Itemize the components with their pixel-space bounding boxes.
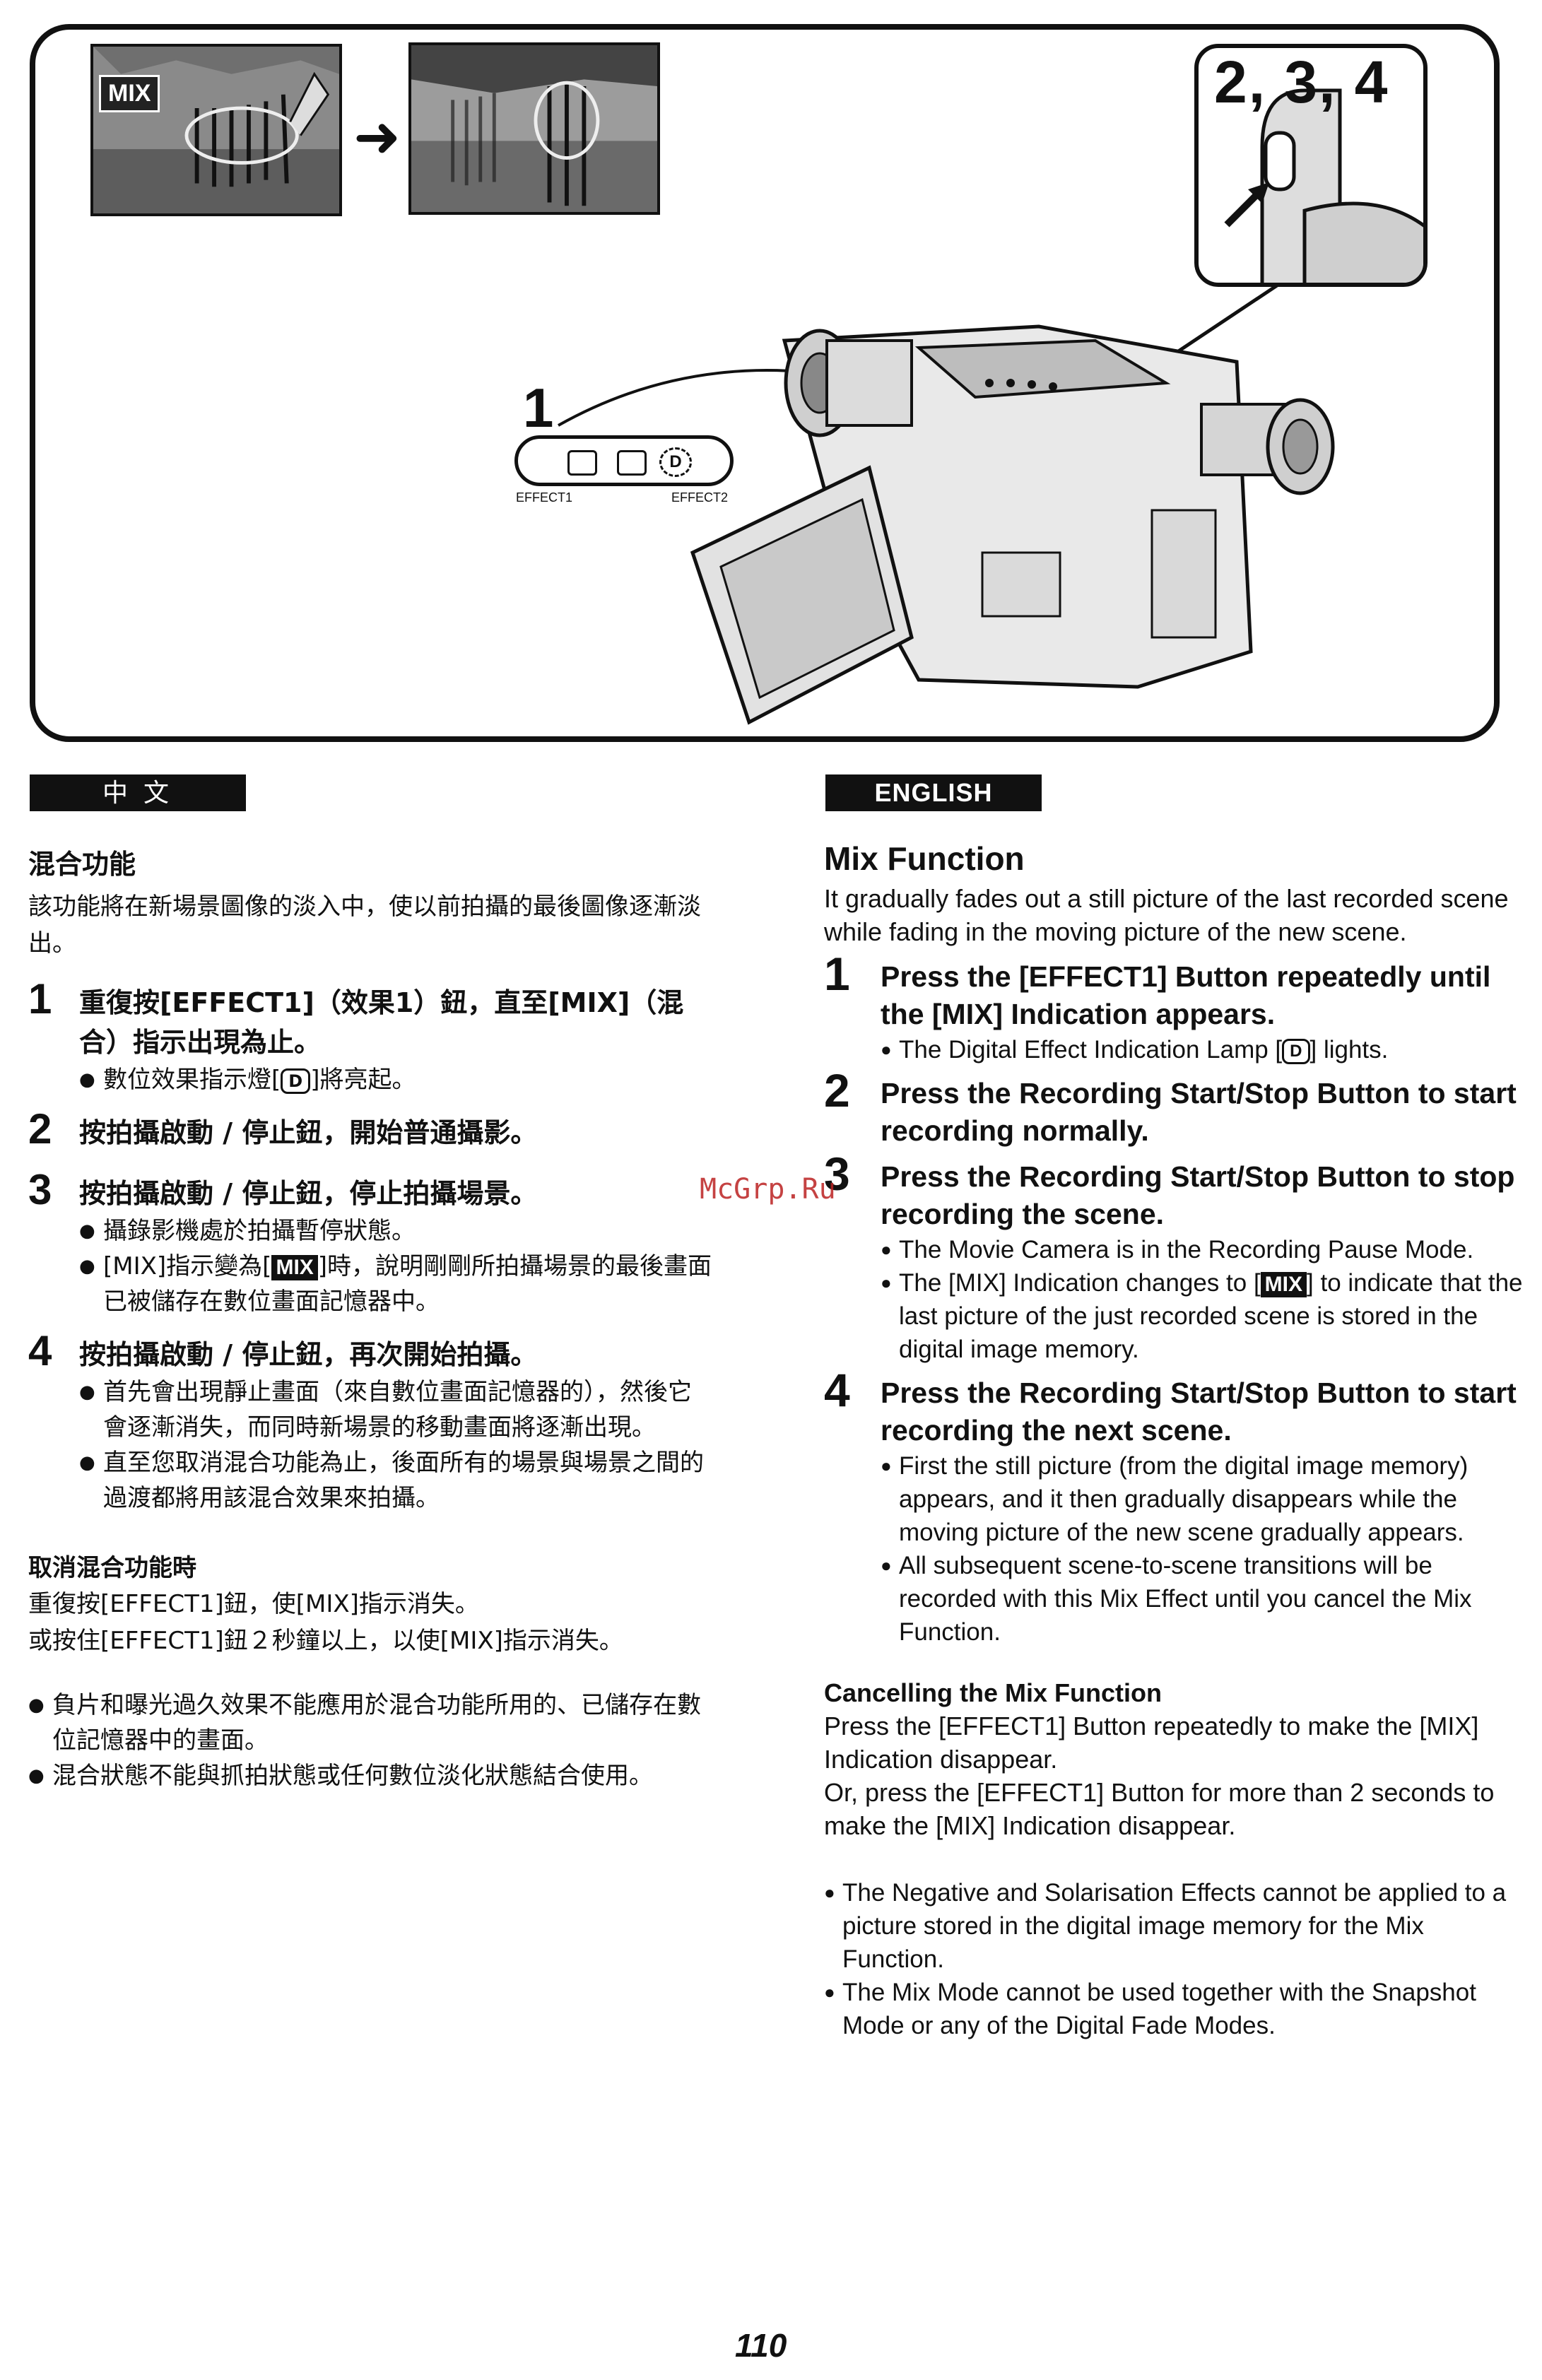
effect2-icon [617, 450, 647, 476]
digital-effect-lamp-icon: D [1282, 1038, 1310, 1064]
digital-effect-lamp-icon: D [659, 447, 692, 477]
digital-effect-lamp-icon: D [281, 1068, 311, 1094]
mix-indicator-icon: MIX [271, 1254, 318, 1280]
mix-indicator-icon: MIX [1260, 1271, 1307, 1297]
arrow-right-icon: ➜ [353, 105, 401, 168]
zh-note: 負片和曝光過久效果不能應用於混合功能所用的、已儲存在數位記憶器中的畫面。 [28, 1687, 714, 1758]
en-cancel-heading: Cancelling the Mix Function [824, 1678, 1163, 1707]
step-bullet: The [MIX] Indication changes to [MIX] to… [881, 1266, 1524, 1366]
step-number: 4 [28, 1327, 52, 1374]
step-bullet: 數位效果指示燈[D]將亮起。 [79, 1062, 714, 1097]
zh-cancel-heading: 取消混合功能時 [28, 1554, 196, 1582]
step-number: 3 [824, 1148, 850, 1200]
en-step-3: 3 Press the Recording Start/Stop Button … [824, 1148, 1524, 1366]
step-bullet: All subsequent scene-to-scene transition… [881, 1549, 1524, 1649]
en-cancel-line: Press the [EFFECT1] Button repeatedly to… [824, 1712, 1479, 1774]
dial-label-effect2: EFFECT2 [671, 490, 729, 505]
step-bullet: [MIX]指示變為[MIX]時，說明剛剛所拍攝場景的最後畫面已被儲存在數位畫面記… [79, 1249, 714, 1319]
zh-cancel-line: 重復按[EFFECT1]鈕，使[MIX]指示消失。 [28, 1590, 479, 1618]
zh-cancel-line: 或按住[EFFECT1]鈕２秒鐘以上，以使[MIX]指示消失。 [28, 1627, 623, 1655]
watermark-text: McGrp.Ru [700, 1173, 836, 1206]
en-note: The Mix Mode cannot be used together wit… [824, 1976, 1524, 2042]
english-section-tag: ENGLISH [825, 774, 1042, 811]
step-number: 3 [28, 1166, 52, 1213]
effect-dial: D [514, 435, 734, 486]
zh-step-1: 1 重復按[EFFECT1]（效果1）鈕，直至[MIX]（混合）指示出現為止。 … [28, 975, 714, 1097]
en-note: The Negative and Solarisation Effects ca… [824, 1876, 1524, 1976]
step-title: 重復按[EFFECT1]（效果1）鈕，直至[MIX]（混合）指示出現為止。 [79, 987, 684, 1058]
zh-intro: 該功能將在新場景圖像的淡入中，使以前拍攝的最後圖像逐漸淡出。 [28, 892, 701, 958]
mix-indicator-badge: MIX [99, 75, 160, 112]
step-number: 2 [28, 1105, 52, 1153]
en-step-2: 2 Press the Recording Start/Stop Button … [824, 1064, 1524, 1150]
en-heading: Mix Function [824, 840, 1025, 877]
step-title: 按拍攝啟動 / 停止鈕，再次開始拍攝。 [79, 1339, 538, 1370]
step1-callout: 1 [523, 377, 554, 439]
english-column: Mix Function It gradually fades out a st… [824, 840, 1524, 2042]
dial-label-effect1: EFFECT1 [516, 490, 573, 505]
effect1-icon [567, 450, 597, 476]
step-bullet: First the still picture (from the digita… [881, 1449, 1524, 1549]
inset-closeup [1194, 44, 1428, 287]
illustration-frame: MIX ➜ 2, 3, 4 1 [30, 24, 1500, 742]
step-title: 按拍攝啟動 / 停止鈕，停止拍攝場景。 [79, 1178, 538, 1209]
step-bullet: 直至您取消混合功能為止，後面所有的場景與場景之間的過渡都將用該混合效果來拍攝。 [79, 1445, 714, 1516]
step-title: Press the Recording Start/Stop Button to… [881, 1377, 1517, 1447]
en-step-1: 1 Press the [EFFECT1] Button repeatedly … [824, 948, 1524, 1066]
zh-heading: 混合功能 [28, 849, 136, 880]
chinese-section-tag: 中 文 [30, 774, 246, 811]
step-title: Press the [EFFECT1] Button repeatedly un… [881, 960, 1491, 1030]
zh-step-3: 3 按拍攝啟動 / 停止鈕，停止拍攝場景。 攝錄影機處於拍攝暫停狀態。 [MIX… [28, 1166, 714, 1319]
step-number: 4 [824, 1364, 850, 1416]
step-number: 1 [824, 948, 850, 1000]
en-intro: It gradually fades out a still picture o… [824, 884, 1509, 946]
zh-note: 混合狀態不能與抓拍狀態或任何數位淡化狀態結合使用。 [28, 1758, 714, 1793]
zh-step-2: 2 按拍攝啟動 / 停止鈕，開始普通攝影。 [28, 1105, 714, 1153]
step-bullet: 首先會出現靜止畫面（來自數位畫面記憶器的），然後它會逐漸消失，而同時新場景的移動… [79, 1374, 714, 1445]
step-title: Press the Recording Start/Stop Button to… [881, 1077, 1517, 1147]
step-title: Press the Recording Start/Stop Button to… [881, 1160, 1515, 1230]
mixed-picture-photo [408, 42, 660, 215]
inset-step-label: 2, 3, 4 [1214, 49, 1389, 115]
camcorder-illustration [558, 254, 1335, 725]
chinese-column: 混合功能 該功能將在新場景圖像的淡入中，使以前拍攝的最後圖像逐漸淡出。 1 重復… [28, 842, 714, 1793]
step-title: 按拍攝啟動 / 停止鈕，開始普通攝影。 [79, 1117, 538, 1148]
step-number: 1 [28, 975, 52, 1023]
en-cancel-line: Or, press the [EFFECT1] Button for more … [824, 1778, 1495, 1840]
step-bullet: The Digital Effect Indication Lamp [D] l… [881, 1033, 1524, 1066]
zh-step-4: 4 按拍攝啟動 / 停止鈕，再次開始拍攝。 首先會出現靜止畫面（來自數位畫面記憶… [28, 1327, 714, 1516]
en-step-4: 4 Press the Recording Start/Stop Button … [824, 1364, 1524, 1649]
step-bullet: 攝錄影機處於拍攝暫停狀態。 [79, 1213, 714, 1249]
step-number: 2 [824, 1064, 850, 1117]
still-picture-photo: MIX [90, 44, 342, 216]
step-bullet: The Movie Camera is in the Recording Pau… [881, 1233, 1524, 1266]
page-number: 110 [735, 2327, 787, 2364]
